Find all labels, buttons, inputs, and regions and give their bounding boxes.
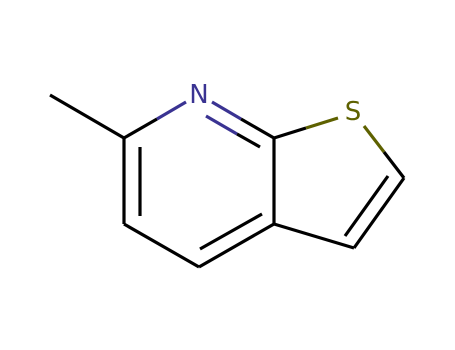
bond-c7a-s-sulfur-half bbox=[305, 116, 339, 130]
bond-n-c7a-nitrogen-half bbox=[211, 100, 242, 121]
bond-c5-c4 bbox=[123, 222, 200, 269]
bond-c4-c3a bbox=[198, 222, 275, 269]
bond-c6-n-carbon-half bbox=[123, 117, 158, 140]
bonds bbox=[49, 93, 406, 269]
atom-sulfur-label: S bbox=[345, 97, 362, 127]
bond-methyl bbox=[49, 93, 125, 140]
bond-c7a-s-carbon-half bbox=[273, 126, 307, 140]
bond-c2-c3-inner bbox=[343, 175, 390, 237]
atom-nitrogen-label: N bbox=[189, 80, 208, 110]
bond-c6-n-nitrogen-half bbox=[156, 100, 187, 121]
bond-c3-c3a bbox=[273, 222, 355, 250]
bond-n-c7a-inner-nitrogen-half bbox=[205, 114, 238, 136]
bond-c4-c3a-inner bbox=[199, 212, 263, 251]
bond-n-c7a-inner-carbon-half bbox=[236, 132, 261, 149]
bond-s-c2-sulfur-half bbox=[362, 125, 386, 153]
bond-c2-c3 bbox=[352, 177, 406, 249]
bond-n-c7a-carbon-half bbox=[240, 117, 275, 140]
bond-s-c2-carbon-half bbox=[382, 151, 406, 179]
